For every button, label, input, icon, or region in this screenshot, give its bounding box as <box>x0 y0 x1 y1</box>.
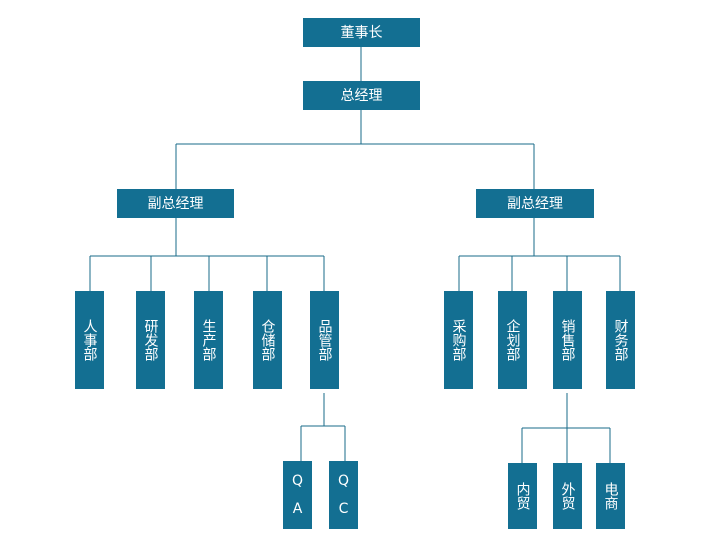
node-label: 电商 <box>602 482 619 510</box>
node-label: 董事长 <box>340 24 383 41</box>
node-label: 采购部 <box>450 319 467 361</box>
node-sales-dept[interactable]: 销售部 <box>553 291 582 389</box>
node-label: 内贸 <box>514 482 531 510</box>
node-label: 研发部 <box>142 319 159 361</box>
node-warehouse-dept[interactable]: 仓储部 <box>253 291 282 389</box>
node-foreign-trade[interactable]: 外贸 <box>553 463 582 529</box>
node-chairman[interactable]: 董事长 <box>303 18 420 47</box>
node-rd-dept[interactable]: 研发部 <box>136 291 165 389</box>
node-general-manager[interactable]: 总经理 <box>303 81 420 110</box>
node-label: 外贸 <box>559 482 576 510</box>
node-label: 品管部 <box>316 319 333 361</box>
node-label: QA <box>289 473 306 529</box>
node-label: QC <box>335 473 352 529</box>
node-quality-dept[interactable]: 品管部 <box>310 291 339 389</box>
node-label: 销售部 <box>559 319 576 361</box>
node-label: 人事部 <box>81 319 98 361</box>
node-purchasing-dept[interactable]: 采购部 <box>444 291 473 389</box>
node-label: 财务部 <box>612 319 629 361</box>
node-vice-gm-left[interactable]: 副总经理 <box>117 189 234 218</box>
node-label: 仓储部 <box>259 319 276 361</box>
node-label: 企划部 <box>504 319 521 361</box>
node-vice-gm-right[interactable]: 副总经理 <box>476 189 594 218</box>
node-qc[interactable]: QC <box>329 461 358 529</box>
node-hr-dept[interactable]: 人事部 <box>75 291 104 389</box>
node-planning-dept[interactable]: 企划部 <box>498 291 527 389</box>
node-finance-dept[interactable]: 财务部 <box>606 291 635 389</box>
node-domestic-trade[interactable]: 内贸 <box>508 463 537 529</box>
node-label: 副总经理 <box>507 195 563 212</box>
node-production-dept[interactable]: 生产部 <box>194 291 223 389</box>
node-qa[interactable]: QA <box>283 461 312 529</box>
node-label: 总经理 <box>340 87 383 104</box>
node-ecommerce[interactable]: 电商 <box>596 463 625 529</box>
node-label: 生产部 <box>200 319 217 361</box>
node-label: 副总经理 <box>147 195 204 212</box>
